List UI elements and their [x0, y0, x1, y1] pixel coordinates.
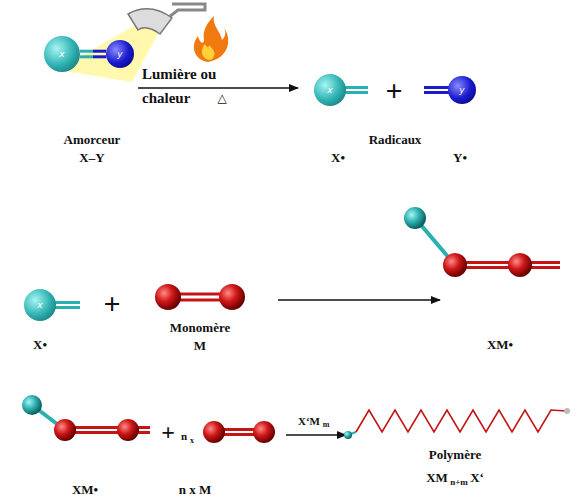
atom-circle: x [44, 36, 80, 72]
formula: X• [33, 338, 47, 352]
caption: Amorceur [64, 133, 121, 147]
radical-adduct [22, 395, 150, 441]
caption: Monomère [170, 321, 230, 335]
subscript: n+m [450, 478, 468, 488]
reaction-arrow [278, 299, 440, 301]
radical-bond [54, 88, 450, 308]
polymer-chain [344, 408, 570, 439]
atom-letter: x [59, 50, 64, 59]
caption: Radicaux [369, 133, 422, 147]
plus-sign: + [385, 74, 402, 107]
conditions-label: Lumière ou chaleur [142, 62, 230, 110]
plus-sign: + [161, 419, 175, 445]
atom-circle: y [106, 40, 134, 68]
subscript: x [190, 437, 194, 446]
radical-adduct [404, 207, 560, 277]
formula: M [194, 339, 206, 353]
plus-sign: + [103, 287, 120, 320]
formula: n x M [179, 483, 212, 497]
atom-circle: x [24, 289, 56, 321]
atom-letter: y [117, 50, 122, 59]
atom-circle: x [314, 74, 346, 106]
reaction-arrow [286, 434, 346, 436]
atom-circle: y [448, 76, 476, 104]
formula: XM• [72, 483, 98, 497]
caption: Polymère [429, 448, 481, 462]
formula: XM [426, 471, 448, 485]
formula: X• [331, 151, 345, 165]
atom-letter: y [459, 86, 464, 95]
atom-letter: x [37, 301, 42, 310]
reaction-arrow [138, 87, 298, 89]
formula: Y• [453, 151, 467, 165]
subscript: m [323, 421, 330, 430]
formula: XM• [487, 338, 513, 352]
monomer-molecule [203, 421, 275, 443]
formula: X–Y [79, 151, 104, 165]
flame-icon [194, 16, 228, 62]
atom-letter: x [327, 86, 332, 95]
formula: X‘ [470, 471, 484, 485]
formula: X‘M [298, 415, 320, 427]
double-bond [80, 51, 106, 57]
coefficient: n [181, 430, 187, 442]
heat-symbol: △ [217, 92, 226, 105]
monomer-molecule [155, 284, 245, 310]
